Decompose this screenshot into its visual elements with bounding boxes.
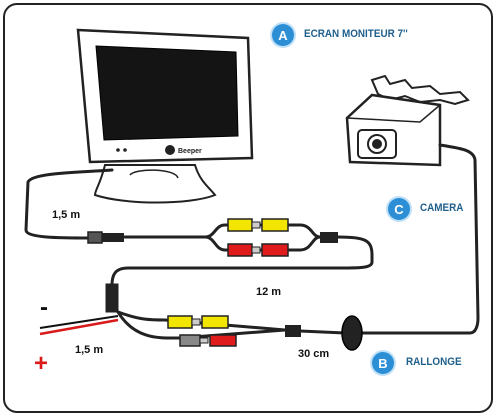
connector-camera [285, 325, 301, 337]
rca-video-upper [227, 218, 289, 232]
monitor-logo-icon [165, 145, 175, 155]
monitor-screen [95, 45, 239, 141]
polarity-negative: - [40, 294, 48, 321]
connector-extension-bottom [105, 283, 119, 313]
length-extension: 12 m [256, 286, 282, 298]
badge-c: C [388, 198, 410, 220]
rca-audio-lower [179, 334, 237, 347]
badge-b: B [372, 352, 394, 374]
rca-video-lower [167, 315, 229, 329]
camera-lens-icon [372, 139, 382, 149]
length-power: 1,5 m [75, 344, 104, 356]
label-monitor: ECRAN MONITEUR 7'' [304, 28, 408, 40]
rca-audio-upper [227, 243, 289, 257]
connector-extension-top [320, 232, 338, 243]
connector-monitor-body [102, 233, 124, 242]
power-wire-negative [39, 315, 119, 329]
badge-a: A [272, 24, 294, 46]
cables [24, 143, 480, 340]
monitor-brand: Beeper [178, 148, 202, 155]
grommet [341, 315, 363, 351]
monitor: Beeper [76, 28, 254, 204]
length-camera-cable: 30 cm [298, 348, 330, 360]
label-camera: CAMERA [420, 202, 464, 214]
camera [345, 74, 470, 167]
connector-monitor [87, 231, 103, 244]
diagram-frame [3, 3, 493, 413]
label-extension: RALLONGE [406, 356, 462, 368]
length-monitor-cable: 1,5 m [52, 209, 81, 221]
polarity-positive: + [34, 350, 49, 377]
power-wire-positive [39, 318, 119, 336]
monitor-stand [93, 164, 217, 204]
